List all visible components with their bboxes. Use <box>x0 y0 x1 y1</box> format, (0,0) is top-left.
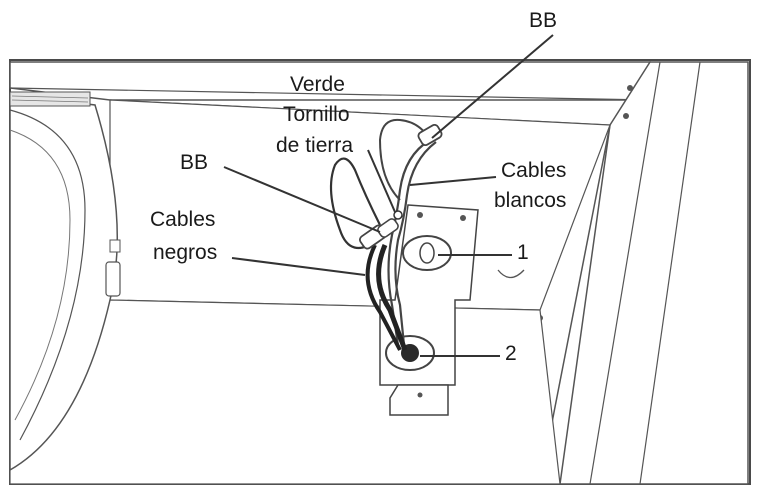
label-cables-negros-line1: Cables <box>150 208 216 231</box>
green-ground-wire <box>378 118 431 201</box>
label-cables-blancos-line2: blancos <box>494 189 567 212</box>
white-cable <box>387 139 431 346</box>
label-tornillo: Tornillo <box>283 103 350 126</box>
label-verde: Verde <box>290 73 345 96</box>
label-cables-blancos-line1: Cables <box>501 159 567 182</box>
leader-cables-negros <box>231 257 366 276</box>
label-cables-negros-line2: negros <box>153 241 218 264</box>
label-number-1: 1 <box>517 241 529 264</box>
label-bb-left: BB <box>180 151 209 174</box>
leader-cables-blancos <box>409 176 497 186</box>
lower-tab <box>389 384 449 416</box>
bb-connector-top <box>417 124 443 146</box>
label-de-tierra: de tierra <box>276 134 354 157</box>
leader-bb-top <box>431 34 554 139</box>
leader-tornillo <box>367 149 396 213</box>
black-cable <box>329 157 381 250</box>
ground-screw <box>393 210 403 220</box>
label-bb-top: BB <box>529 9 558 32</box>
leader-bb-left <box>223 166 381 233</box>
label-number-2: 2 <box>505 342 517 365</box>
